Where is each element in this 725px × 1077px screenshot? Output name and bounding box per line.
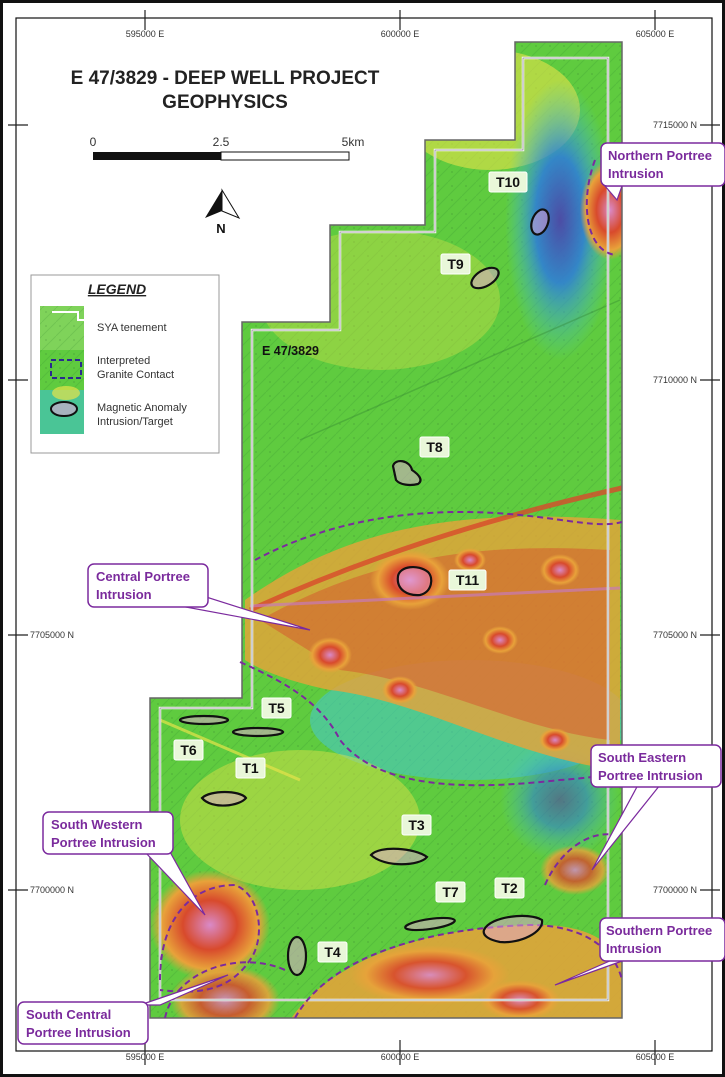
target-label-text: T7 bbox=[442, 884, 459, 900]
legend-title: LEGEND bbox=[88, 281, 146, 297]
target-outline-t1 bbox=[200, 790, 248, 807]
map-title-line1: E 47/3829 - DEEP WELL PROJECT bbox=[71, 68, 380, 89]
grid-ticks bbox=[8, 10, 720, 1065]
legend-label-granite-contact-2: Granite Contact bbox=[97, 369, 174, 381]
target-label-t3: T3 bbox=[401, 814, 432, 836]
easting-bottom-label: 595000 E bbox=[126, 1052, 165, 1062]
target-outline-t7 bbox=[404, 916, 456, 932]
target-label-text: T11 bbox=[456, 572, 480, 588]
target-label-text: T4 bbox=[324, 944, 341, 960]
callout-box-central bbox=[87, 563, 209, 608]
target-label-t4: T4 bbox=[317, 941, 348, 963]
target-label-t1: T1 bbox=[235, 757, 266, 779]
target-label-text: T10 bbox=[496, 174, 520, 190]
granite-contacts bbox=[159, 159, 623, 1019]
callout-southern-line2: Intrusion bbox=[606, 941, 662, 956]
target-outline-t6 bbox=[178, 714, 230, 726]
north-arrow-label: N bbox=[216, 221, 225, 236]
callout-northern-line2: Intrusion bbox=[608, 166, 664, 181]
map-neatline bbox=[15, 17, 713, 1052]
target-label-text: T6 bbox=[180, 742, 197, 758]
intrusion-callouts: Northern Portree Intrusion Central Portr… bbox=[17, 142, 725, 1045]
northing-left-label: 7700000 N bbox=[30, 885, 74, 895]
target-label-text: T5 bbox=[268, 700, 285, 716]
easting-bottom-label: 600000 E bbox=[381, 1052, 420, 1062]
target-label-t8: T8 bbox=[419, 436, 450, 458]
target-label-t2: T2 bbox=[494, 877, 525, 899]
legend-swatch-tenement bbox=[40, 306, 84, 350]
easting-top-label: 600000 E bbox=[381, 29, 420, 39]
target-outline-t10 bbox=[530, 208, 550, 236]
target-outline-t2 bbox=[482, 914, 544, 944]
map-image-edge bbox=[149, 41, 623, 1019]
callout-box-northern bbox=[600, 142, 725, 187]
target-outline-t5 bbox=[231, 726, 285, 738]
map-title-line2: GEOPHYSICS bbox=[162, 92, 288, 113]
callout-southern-line1: Southern Portree bbox=[606, 923, 712, 938]
northing-right-label: 7710000 N bbox=[653, 375, 697, 385]
legend-label-granite-contact-1: Interpreted bbox=[97, 355, 150, 367]
easting-top-label: 595000 E bbox=[126, 29, 165, 39]
callout-south-central-line2: Portree Intrusion bbox=[26, 1025, 131, 1040]
target-outline-t9 bbox=[470, 266, 500, 290]
target-outline-t3 bbox=[369, 847, 429, 866]
legend-swatch-granite-contact bbox=[40, 350, 84, 390]
target-label-text: T2 bbox=[501, 880, 518, 896]
tenement-label: E 47/3829 bbox=[262, 344, 319, 358]
easting-top-label: 605000 E bbox=[636, 29, 675, 39]
callout-south-eastern-line1: South Eastern bbox=[598, 750, 686, 765]
scale-bar-segment-1 bbox=[93, 152, 221, 160]
callout-box-south-central bbox=[17, 1001, 149, 1045]
northing-right-label: 7715000 N bbox=[653, 120, 697, 130]
legend-label-tenement: SYA tenement bbox=[97, 322, 167, 334]
callout-northern-line1: Northern Portree bbox=[608, 148, 712, 163]
legend-swatch-anomaly bbox=[40, 386, 84, 434]
target-outline-t11 bbox=[396, 566, 433, 597]
northing-left-label: 7705000 N bbox=[30, 630, 74, 640]
callout-central-line2: Intrusion bbox=[96, 587, 152, 602]
north-arrow-icon: N bbox=[205, 188, 241, 236]
callout-south-western-line1: South Western bbox=[51, 817, 143, 832]
target-label-text: T1 bbox=[242, 760, 259, 776]
legend: LEGEND SYA tenement Interpreted Granite … bbox=[30, 274, 220, 454]
target-label-t7: T7 bbox=[435, 881, 466, 903]
callout-south-eastern-line2: Portree Intrusion bbox=[598, 768, 703, 783]
scale-bar: 0 2.5 5km bbox=[90, 135, 365, 161]
target-label-text: T3 bbox=[408, 817, 425, 833]
callout-box-southern bbox=[599, 917, 725, 962]
easting-bottom-label: 605000 E bbox=[636, 1052, 675, 1062]
callout-box-south-eastern bbox=[590, 744, 722, 788]
target-label-t11: T11 bbox=[448, 569, 487, 591]
legend-label-anomaly-1: Magnetic Anomaly bbox=[97, 402, 187, 414]
legend-label-anomaly-2: Intrusion/Target bbox=[97, 416, 173, 428]
target-outline-t4 bbox=[286, 935, 308, 977]
callout-box-south-western bbox=[42, 811, 174, 855]
target-label-text: T8 bbox=[426, 439, 443, 455]
target-label-t5: T5 bbox=[261, 697, 292, 719]
scale-bar-label-2: 5km bbox=[342, 135, 365, 149]
scale-bar-label-0: 0 bbox=[90, 135, 97, 149]
scale-bar-segment-2 bbox=[220, 151, 350, 161]
target-label-t6: T6 bbox=[173, 739, 204, 761]
target-outlines bbox=[178, 208, 550, 977]
callout-south-central-line1: South Central bbox=[26, 1007, 111, 1022]
target-label-t9: T9 bbox=[440, 253, 471, 275]
target-label-text: T9 bbox=[447, 256, 464, 272]
northing-right-label: 7700000 N bbox=[653, 885, 697, 895]
scale-bar-label-1: 2.5 bbox=[213, 135, 230, 149]
target-outline-t8 bbox=[391, 460, 422, 487]
grid-labels: 595000 E 600000 E 605000 E 595000 E 6000… bbox=[30, 29, 697, 1062]
target-label-t10: T10 bbox=[488, 171, 528, 193]
northing-right-label: 7705000 N bbox=[653, 630, 697, 640]
callout-south-western-line2: Portree Intrusion bbox=[51, 835, 156, 850]
callout-central-line1: Central Portree bbox=[96, 569, 190, 584]
